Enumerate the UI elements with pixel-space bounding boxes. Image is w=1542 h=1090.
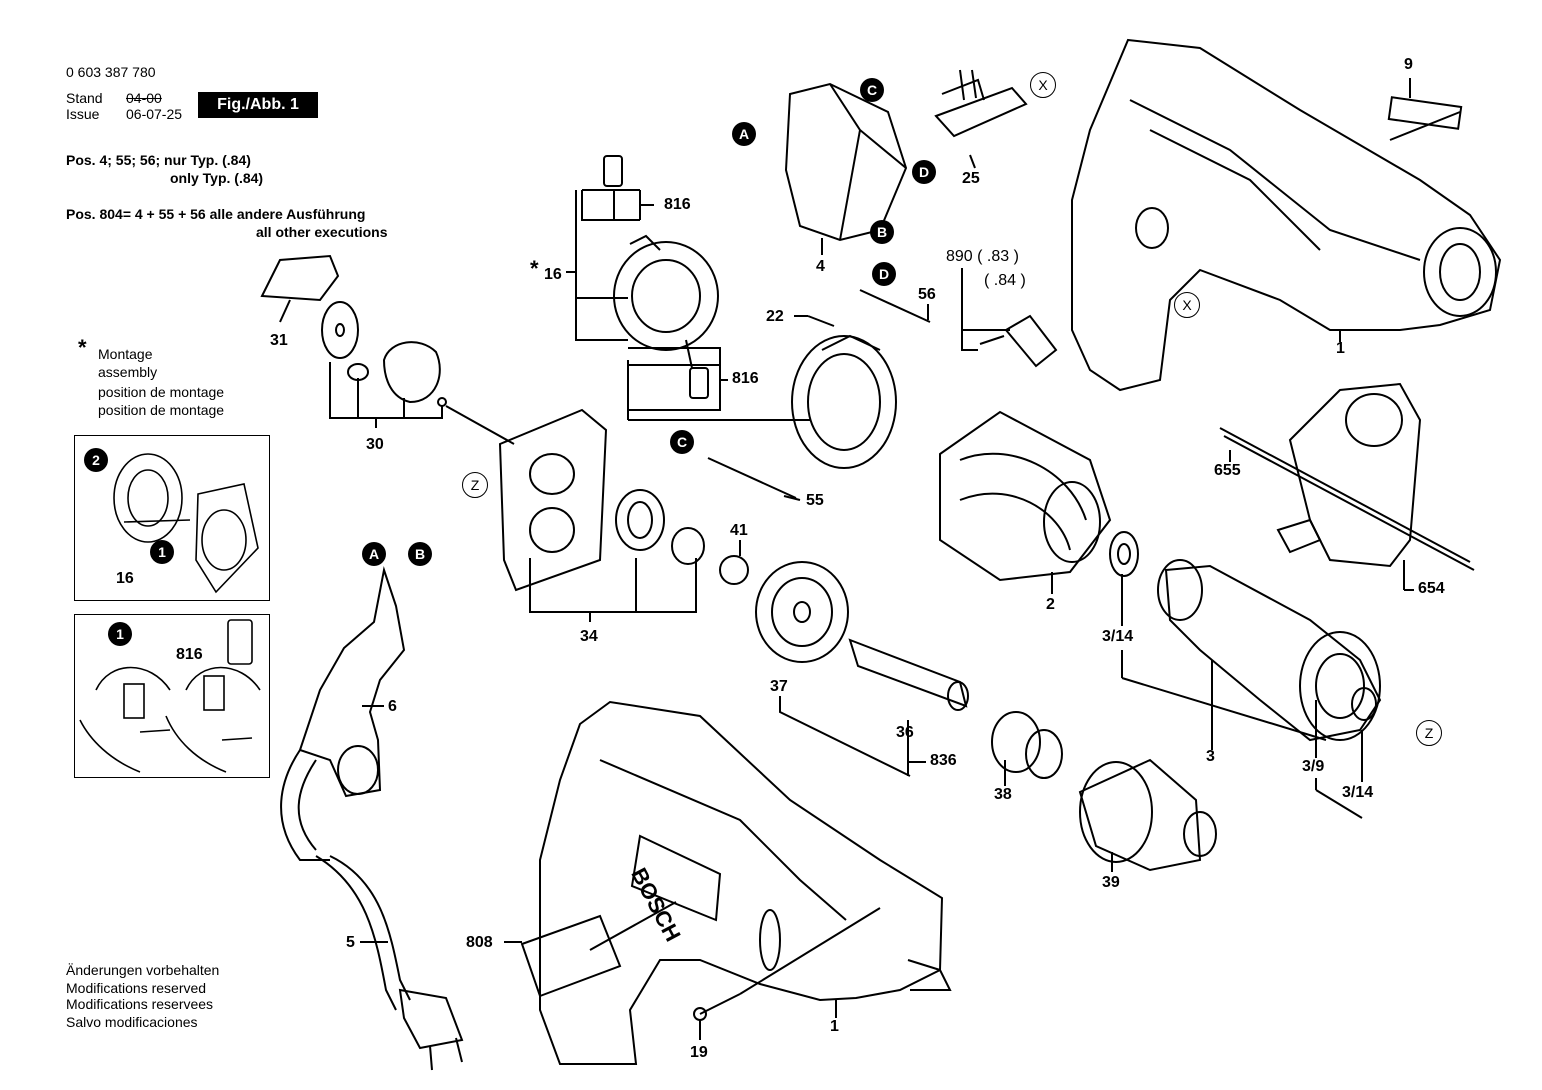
part-label-25: 25	[962, 170, 980, 187]
inset-step-1-a: 1	[150, 540, 174, 564]
part-label-1-top: 1	[1336, 340, 1345, 357]
part-label-56: 56	[918, 286, 936, 303]
assembly-note-line1: Montage	[98, 346, 153, 362]
part-label-9: 9	[1404, 56, 1413, 73]
part-label-655: 655	[1214, 462, 1241, 479]
part-label-36: 36	[896, 724, 914, 741]
part-label-19: 19	[690, 1044, 708, 1061]
part-label-3-14-b: 3/14	[1342, 784, 1374, 801]
marker-d-terminal: D	[872, 262, 896, 286]
issue-value: 06-07-25	[126, 106, 183, 122]
part-label-41: 41	[730, 522, 748, 539]
inset-step-1-b: 1	[108, 622, 132, 646]
marker-b-cable: B	[408, 542, 432, 566]
footer-line3: Modifications reservees	[66, 996, 214, 1012]
footer-line1: Änderungen vorbehalten	[66, 962, 220, 978]
assembly-note-line2: assembly	[98, 364, 158, 380]
part-label-38: 38	[994, 786, 1012, 803]
part-label-31: 31	[270, 332, 288, 349]
part-label-3: 3	[1206, 748, 1215, 765]
inset-assembly-816	[74, 614, 270, 778]
part-label-890: 890 ( .83 )	[946, 248, 1019, 265]
marker-d-switch: D	[912, 160, 936, 184]
stand-label: Stand	[66, 90, 103, 106]
part-label-2: 2	[1046, 596, 1055, 613]
part-number: 0 603 387 780	[66, 64, 156, 80]
footer-line2: Modifications reserved	[66, 980, 207, 996]
marker-c-switch: C	[860, 78, 884, 102]
part-label-816-lower: 816	[732, 370, 759, 387]
part-label-16: 16	[544, 266, 562, 283]
part-label-37: 37	[770, 678, 788, 695]
marker-a-cable: A	[362, 542, 386, 566]
marker-x-housing: X	[1174, 292, 1200, 318]
assembly-note-line3: position de montage	[98, 384, 225, 400]
part-label-39: 39	[1102, 874, 1120, 891]
part-label-55: 55	[806, 492, 824, 509]
part-label-816-top: 816	[664, 196, 691, 213]
inset-label-816: 816	[176, 646, 203, 663]
part-label-30: 30	[366, 436, 384, 453]
figure-label: Fig./Abb. 1	[198, 92, 318, 118]
inset-step-2: 2	[84, 448, 108, 472]
pos804-note-line1: Pos. 804= 4 + 55 + 56 alle andere Ausfüh…	[66, 206, 366, 222]
part-label-3-9: 3/9	[1302, 758, 1325, 775]
part-label-6: 6	[388, 698, 397, 715]
part-label-22: 22	[766, 308, 784, 325]
inset-label-16: 16	[116, 570, 134, 587]
pos-note-line2: only Typ. (.84)	[170, 170, 264, 186]
issue-label: Issue	[66, 106, 100, 122]
part-label-3-14-a: 3/14	[1102, 628, 1134, 645]
pos804-note-line2: all other executions	[256, 224, 388, 240]
marker-x-clip: X	[1030, 72, 1056, 98]
part-label-1-bottom: 1	[830, 1018, 839, 1035]
marker-a-switch: A	[732, 122, 756, 146]
part-label-890-alt: ( .84 )	[984, 272, 1026, 289]
part-label-4: 4	[816, 258, 825, 275]
part-label-808: 808	[466, 934, 493, 951]
marker-b-switch: B	[870, 220, 894, 244]
assembly-note-line4: position de montage	[98, 402, 225, 418]
part-label-654: 654	[1418, 580, 1445, 597]
part-label-16-star: *	[530, 256, 539, 281]
marker-z-armature: Z	[1416, 720, 1442, 746]
part-label-836: 836	[930, 752, 957, 769]
pos-note-line1: Pos. 4; 55; 56; nur Typ. (.84)	[66, 152, 251, 168]
part-label-34: 34	[580, 628, 598, 645]
stand-value: 04-00	[126, 90, 162, 106]
assembly-star: *	[78, 335, 87, 360]
marker-z-plate: Z	[462, 472, 488, 498]
part-label-5: 5	[346, 934, 355, 951]
marker-c-terminal: C	[670, 430, 694, 454]
footer-line4: Salvo modificaciones	[66, 1014, 198, 1030]
